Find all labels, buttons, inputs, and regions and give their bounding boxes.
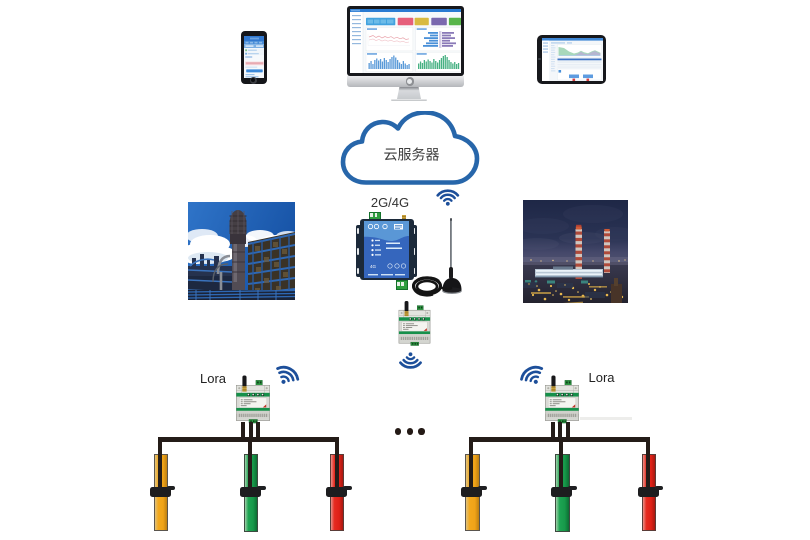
svg-text:4G: 4G: [370, 264, 377, 269]
svg-text:云服务器: 云服务器: [383, 146, 439, 162]
